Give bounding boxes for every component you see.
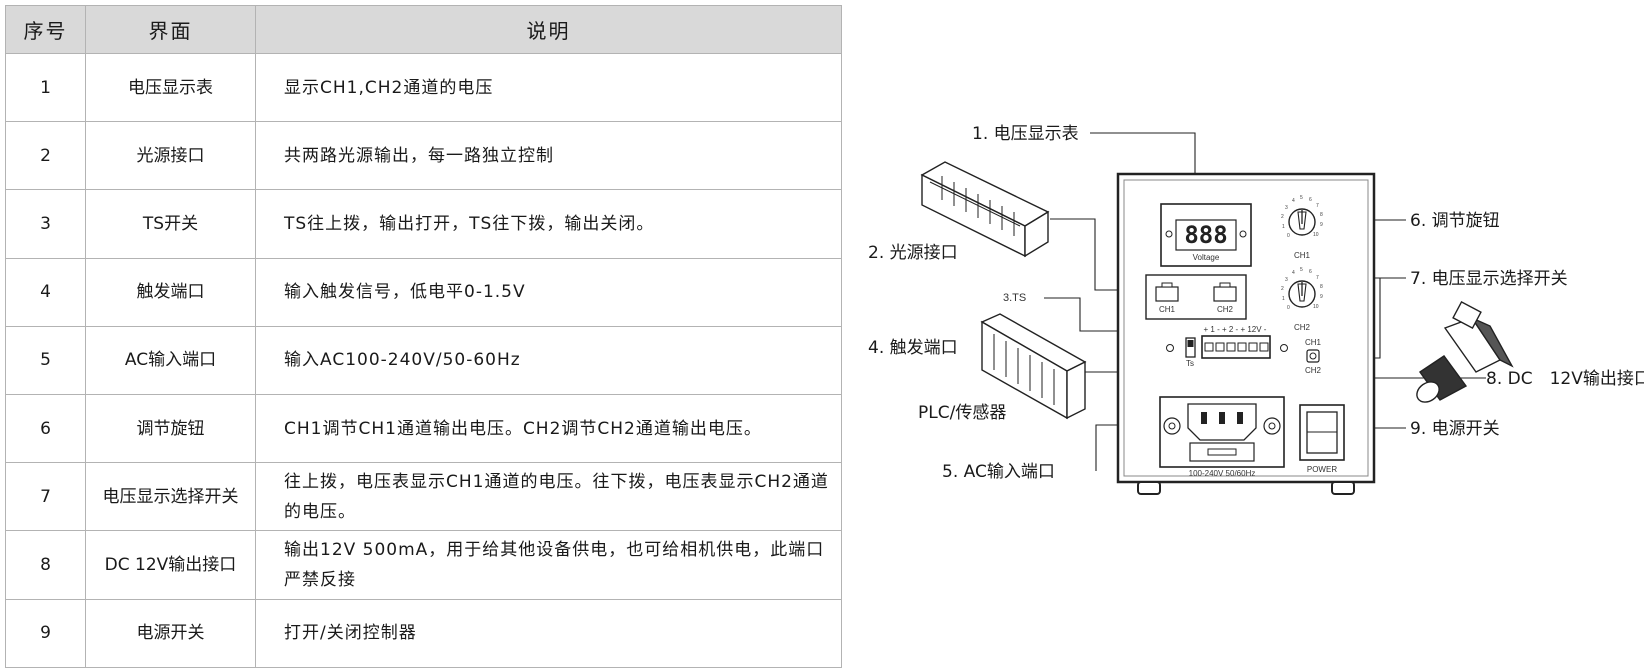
cell-ui: 光源接口 xyxy=(85,121,256,191)
knob-ch1: 0 1 2 3 4 5 6 7 8 9 10 CH1 xyxy=(1281,195,1323,260)
table-row: 9 电源开关 打开/关闭控制器 xyxy=(5,598,842,668)
knob-ch2: 0 1 2 3 4 5 6 7 8 9 10 CH2 xyxy=(1281,267,1323,332)
callout-dc-out: 8. DC 12V输出接口 xyxy=(1486,369,1644,389)
callout-ts: 3.TS xyxy=(1003,292,1026,304)
cell-ui: 电源开关 xyxy=(85,598,256,668)
voltmeter-digits: 888 xyxy=(1184,221,1227,249)
knob-tick: 1 xyxy=(1282,296,1285,302)
knob-tick: 4 xyxy=(1292,270,1295,276)
callout-trigger: 4. 触发端口 xyxy=(868,338,958,358)
callout-voltmeter: 1. 电压显示表 xyxy=(972,124,1079,144)
knob-tick: 3 xyxy=(1285,205,1288,211)
table-row: 3 TS开关 TS往上拨，输出打开，TS往下拨，输出关闭。 xyxy=(5,189,842,259)
cell-ui: 电压显示选择开关 xyxy=(85,462,256,532)
ts-mark: Ts xyxy=(1186,359,1194,368)
selector-ch2: CH2 xyxy=(1305,366,1322,375)
header-no: 序号 xyxy=(5,5,86,54)
camera-icon xyxy=(1416,300,1514,403)
table-row: 6 调节旋钮 CH1调节CH1通道输出电压。CH2调节CH2通道输出电压。 xyxy=(5,393,842,464)
knob-tick: 8 xyxy=(1320,284,1323,290)
callout-plc: PLC/传感器 xyxy=(918,403,1006,423)
table-row: 1 电压显示表 显示CH1,CH2通道的电压 xyxy=(5,52,842,123)
power-text: POWER xyxy=(1307,465,1337,474)
cell-desc: 显示CH1,CH2通道的电压 xyxy=(255,52,842,123)
callout-selector: 7. 电压显示选择开关 xyxy=(1410,269,1568,289)
ts-switch: Ts xyxy=(1166,337,1196,368)
knob-tick: 7 xyxy=(1316,275,1319,281)
knob-tick: 6 xyxy=(1309,269,1312,275)
cell-desc: 输出12V 500mA，用于给其他设备供电，也可给相机供电，此端口严禁反接 xyxy=(255,530,842,600)
cell-desc: 打开/关闭控制器 xyxy=(255,598,842,668)
knob-tick: 0 xyxy=(1287,305,1290,311)
cell-no: 8 xyxy=(5,530,86,600)
table-row: 2 光源接口 共两路光源输出，每一路独立控制 xyxy=(5,121,842,191)
knob-tick: 9 xyxy=(1320,294,1323,300)
cell-desc: 输入触发信号，低电平0-1.5V xyxy=(255,257,842,327)
ch2-port-label: CH2 xyxy=(1217,305,1234,314)
cell-no: 4 xyxy=(5,257,86,327)
knob-tick: 5 xyxy=(1300,267,1303,273)
power-switch: POWER xyxy=(1299,404,1345,474)
knob-tick: 8 xyxy=(1320,212,1323,218)
voltmeter-display: 888 Voltage xyxy=(1160,203,1252,267)
knob-tick: 5 xyxy=(1300,195,1303,201)
cell-no: 2 xyxy=(5,121,86,191)
table-row: 7 电压显示选择开关 往上拨，电压表显示CH1通道的电压。往下拨，电压表显示CH… xyxy=(5,462,842,532)
cell-desc: TS往上拨，输出打开，TS往下拨，输出关闭。 xyxy=(255,189,842,259)
spec-table: 序号 界面 说明 1 电压显示表 显示CH1,CH2通道的电压 2 光源接口 共… xyxy=(5,5,842,668)
knob-tick: 2 xyxy=(1281,286,1284,292)
knob-tick: 2 xyxy=(1281,214,1284,220)
terminal-block: + 1 - + 2 - + 12V - xyxy=(1201,325,1288,359)
knob-ch1-label: CH1 xyxy=(1294,251,1311,260)
terminal-label: + 1 - + 2 - + 12V - xyxy=(1204,325,1267,334)
plc-sensor-icon xyxy=(980,313,1087,420)
callout-labels: 1. 电压显示表 2. 光源接口 3.TS 4. 触发端口 PLC/传感器 5.… xyxy=(868,124,1644,482)
voltage-text: Voltage xyxy=(1193,253,1220,262)
selector-switch: CH1 CH2 xyxy=(1305,338,1322,375)
callout-power: 9. 电源开关 xyxy=(1410,419,1500,439)
knob-tick: 9 xyxy=(1320,222,1323,228)
knob-tick: 6 xyxy=(1309,197,1312,203)
ch1-port-label: CH1 xyxy=(1159,305,1176,314)
cell-no: 6 xyxy=(5,393,86,464)
ac-rating-text: 100-240V 50/60Hz xyxy=(1189,469,1256,478)
table-row: 4 触发端口 输入触发信号，低电平0-1.5V xyxy=(5,257,842,327)
selector-ch1: CH1 xyxy=(1305,338,1322,347)
cell-ui: 触发端口 xyxy=(85,257,256,327)
knob-tick: 7 xyxy=(1316,203,1319,209)
cell-desc: 共两路光源输出，每一路独立控制 xyxy=(255,121,842,191)
cell-desc: 输入AC100-240V/50-60Hz xyxy=(255,325,842,395)
cell-no: 1 xyxy=(5,52,86,123)
cell-desc: CH1调节CH1通道输出电压。CH2调节CH2通道输出电压。 xyxy=(255,393,842,464)
cell-ui: 电压显示表 xyxy=(85,52,256,123)
led-light-bar-icon xyxy=(920,161,1050,258)
light-output-block: CH1 CH2 xyxy=(1145,274,1247,320)
knob-tick: 10 xyxy=(1313,304,1319,310)
knob-tick: 0 xyxy=(1287,233,1290,239)
knob-tick: 4 xyxy=(1292,198,1295,204)
callout-ac-input: 5. AC输入端口 xyxy=(942,462,1055,482)
knob-tick: 3 xyxy=(1285,277,1288,283)
cell-ui: TS开关 xyxy=(85,189,256,259)
table-row: 8 DC 12V输出接口 输出12V 500mA，用于给其他设备供电，也可给相机… xyxy=(5,530,842,600)
knob-tick: 1 xyxy=(1282,224,1285,230)
knob-ch2-label: CH2 xyxy=(1294,323,1311,332)
cell-desc: 往上拨，电压表显示CH1通道的电压。往下拨，电压表显示CH2通道的电压。 xyxy=(255,462,842,532)
callout-knob: 6. 调节旋钮 xyxy=(1410,211,1500,231)
ac-input-socket: 100-240V 50/60Hz xyxy=(1159,396,1285,478)
callout-light-port: 2. 光源接口 xyxy=(868,243,958,263)
knob-tick: 10 xyxy=(1313,232,1319,238)
